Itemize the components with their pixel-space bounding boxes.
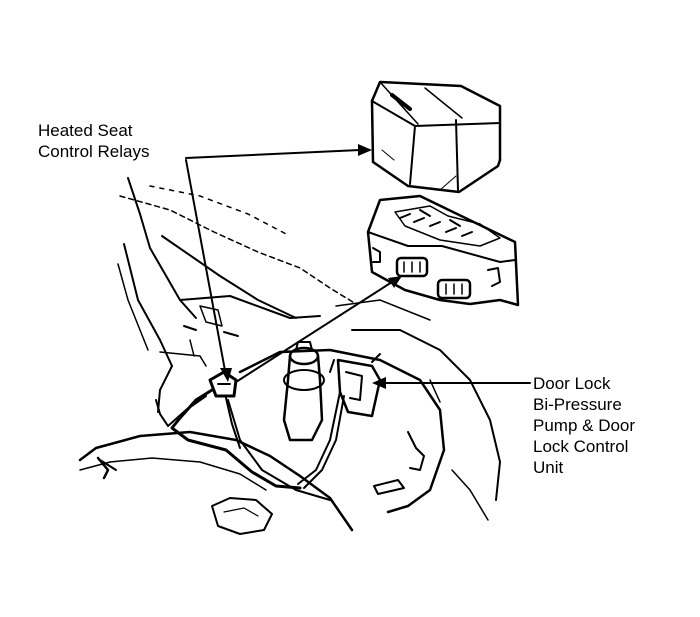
callout-heated-seat-control-relays: Heated Seat Control Relays xyxy=(38,120,150,162)
leader-lines xyxy=(185,149,531,384)
callout-line: Door Lock xyxy=(533,374,611,393)
callout-line: Lock Control xyxy=(533,437,629,456)
callout-line: Control Relays xyxy=(38,142,150,161)
relay-box-illustration xyxy=(370,80,502,194)
callout-line: Heated Seat xyxy=(38,121,133,140)
relay-block-illustration xyxy=(366,194,520,307)
arrowhead-relay-block xyxy=(388,276,402,288)
vehicle-body-illustration xyxy=(78,177,501,535)
leader-arrowheads xyxy=(220,144,402,389)
arrowhead-relay-box xyxy=(358,144,372,156)
callout-line: Bi-Pressure xyxy=(533,395,622,414)
arrowhead-door-lock-unit xyxy=(372,377,386,389)
arrowhead-firewall-relay xyxy=(220,368,232,382)
callout-line: Unit xyxy=(533,458,564,477)
callout-line: Pump & Door xyxy=(533,416,636,435)
callout-door-lock-pump-unit: Door Lock Bi-Pressure Pump & Door Lock C… xyxy=(533,373,635,478)
